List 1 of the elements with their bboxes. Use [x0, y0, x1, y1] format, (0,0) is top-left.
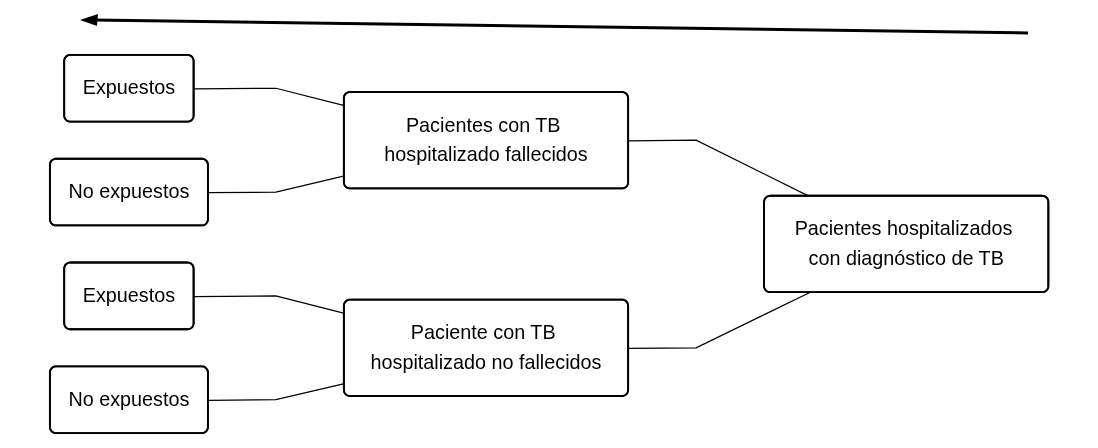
connector	[628, 292, 810, 350]
